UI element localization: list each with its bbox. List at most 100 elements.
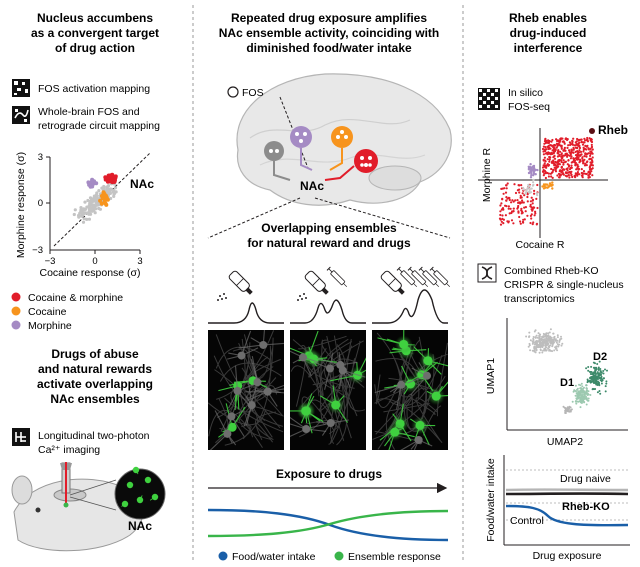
scatter-point-gray (112, 194, 116, 198)
quadrant-point (552, 169, 555, 172)
quadrant-point (582, 150, 585, 153)
umap-point-gray (538, 335, 541, 338)
quadrant-point (588, 168, 592, 171)
quadrant-point (553, 148, 556, 151)
quadrant-point (529, 221, 532, 225)
umap-point-d2 (594, 374, 597, 377)
quadrant-point (546, 171, 549, 175)
quadrant-point (579, 150, 583, 153)
umap-point-gray (535, 349, 538, 352)
umap-point-gray (560, 344, 563, 347)
quadrant-point (533, 192, 536, 195)
scatter-point-gray (81, 220, 86, 224)
quadrant-point (570, 151, 573, 154)
quadrant-point (576, 152, 579, 155)
umap-point-d1 (575, 402, 578, 405)
scatter-point-gray (72, 212, 76, 217)
quadrant-point (588, 171, 591, 174)
quadrant-point (551, 160, 554, 163)
umap-point-d2 (600, 380, 603, 383)
quadrant-point (590, 150, 593, 153)
dna-icon (477, 263, 497, 283)
quadrant-point (504, 204, 507, 207)
quadrant-point (516, 199, 519, 202)
quadrant-point (556, 139, 559, 143)
quadrant-point (535, 197, 538, 200)
active-neuron (301, 406, 311, 416)
scatter-point-gray (108, 191, 112, 195)
umap-point-d1 (577, 390, 580, 393)
quadrant-point-cocaine (551, 183, 554, 187)
quadrant-point (582, 148, 586, 151)
quadrant-point-cocaine (551, 181, 554, 184)
syringe-icon (429, 266, 451, 288)
quadrant-point (517, 184, 520, 187)
quadrant-point (519, 222, 522, 225)
umap-point-gray (533, 345, 536, 348)
quadrant-point (508, 212, 511, 215)
umap-point-d2 (590, 371, 593, 373)
umap-point-d2 (600, 371, 603, 374)
umap-point-gray (545, 346, 548, 349)
umap-point-gray (555, 341, 558, 344)
active-neuron (399, 339, 409, 349)
quadrant-point (526, 193, 529, 196)
left-panel: Nucleus accumbens as a convergent target… (11, 11, 166, 552)
quadrant-point (510, 201, 513, 204)
quadrant-point (535, 223, 538, 226)
response-curve-1 (208, 302, 284, 324)
inactive-neuron (263, 387, 272, 396)
quadrant-point (590, 146, 593, 149)
quadrant-point (548, 144, 551, 147)
scatter-point-gray (80, 209, 84, 213)
brain-nac-label: NAc (300, 179, 324, 193)
quadrant-point (587, 147, 590, 150)
quadrant-point (570, 166, 573, 169)
quadrant-point-gray (530, 187, 533, 190)
quadrant-point-cocaine (542, 187, 546, 190)
quadrant-point (571, 175, 574, 179)
umap-point-d1 (585, 403, 588, 406)
umap-point-gray (528, 336, 530, 338)
quadrant-point (549, 172, 553, 175)
quadrant-point (517, 201, 520, 204)
umap-point-d2 (604, 368, 606, 371)
quadrant-point-morphine (531, 165, 535, 169)
food-intake-chart: Drug naive Rheb-KO Control Food/water in… (485, 455, 630, 562)
quadrant-point (544, 146, 547, 149)
umap-point-gray (555, 345, 558, 348)
umap-point-d1 (576, 387, 579, 390)
quadrant-point (579, 153, 582, 156)
quadrant-point (589, 161, 592, 164)
umap-point-d1 (574, 394, 577, 397)
quadrant-point (516, 189, 520, 192)
quadrant-point (557, 176, 561, 179)
umap-point-d2 (587, 366, 590, 368)
imaging-line-1: Longitudinal two-photon (38, 430, 150, 442)
umap-point-d2 (594, 380, 597, 383)
quadrant-point (582, 141, 585, 144)
quadrant-point-gray (523, 188, 526, 191)
umap-point-gray (548, 346, 551, 349)
neuron-orange (329, 126, 353, 171)
umap-point-gray (535, 340, 538, 343)
quadrant-point (551, 176, 554, 179)
quadrant-point-gray (528, 187, 531, 190)
zoom-line-right (314, 197, 451, 239)
quadrant-point (542, 158, 545, 161)
quadrant-point-gray (532, 181, 535, 184)
quadrant-point (578, 146, 582, 150)
quadrant-point (562, 163, 565, 166)
quadrant-point-morphine (532, 170, 535, 174)
umap-point-d2 (596, 380, 599, 383)
umap-point-d1 (579, 387, 582, 390)
scatter-point-gray (83, 200, 87, 204)
umap-point-gray (568, 407, 571, 410)
quadrant-point (581, 143, 585, 146)
umap-point-d1 (583, 401, 586, 404)
umap-point-gray (533, 330, 536, 333)
quadrant-point (505, 196, 508, 199)
quadrant-point (552, 162, 556, 165)
fos-label: FOS (242, 87, 264, 99)
umap-point-gray (525, 335, 528, 338)
